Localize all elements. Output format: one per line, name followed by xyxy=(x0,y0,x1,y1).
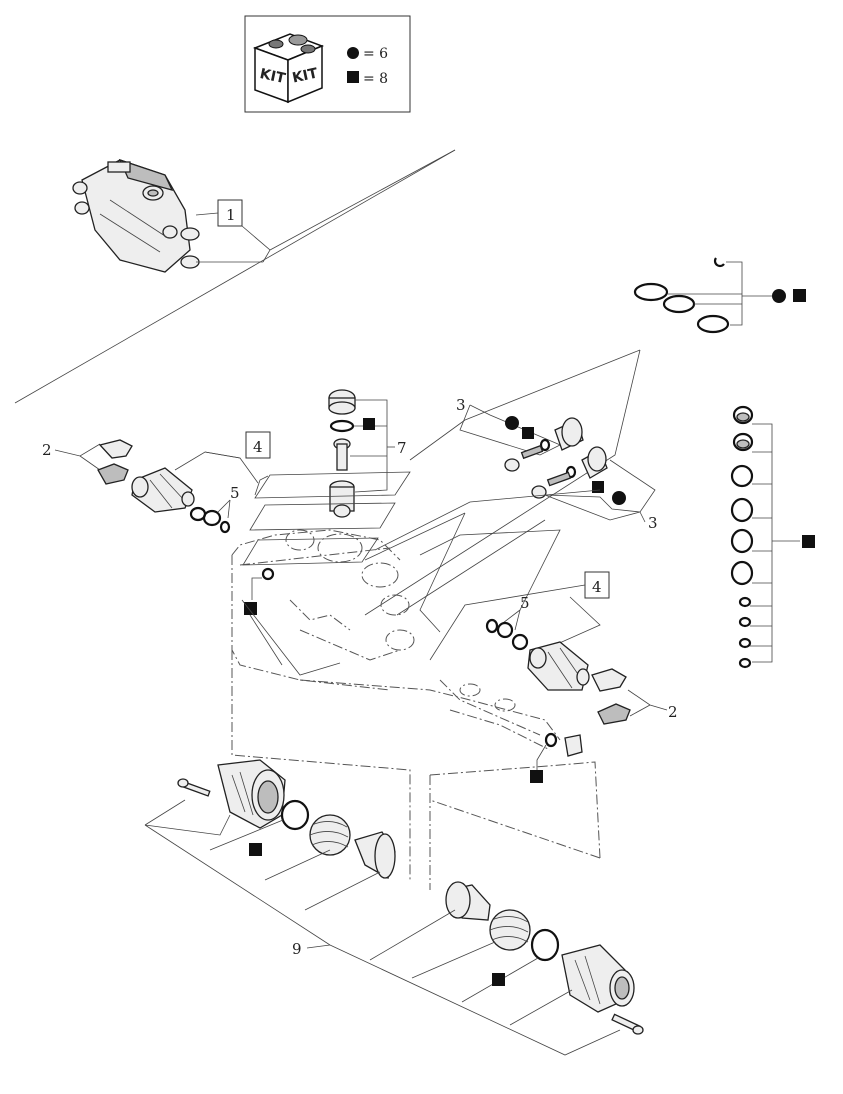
circle-marker-icon xyxy=(505,416,519,430)
cap-parts-left xyxy=(97,439,133,485)
callout-3-top: 3 xyxy=(456,396,466,414)
plug-stack-part-7 xyxy=(328,389,356,518)
square-kit-count: = 8 xyxy=(363,71,388,87)
kit-text-left: KIT xyxy=(258,66,287,87)
callout-2-right: 2 xyxy=(668,703,678,721)
square-marker-icon xyxy=(244,602,257,615)
end-cap-assembly-right xyxy=(445,881,644,1035)
square-marker-icon xyxy=(793,289,806,302)
valve-body-housing xyxy=(231,529,601,890)
callout-7: 7 xyxy=(397,439,407,457)
circle-marker-icon xyxy=(612,491,626,505)
spool-right xyxy=(527,641,590,691)
square-marker-icon xyxy=(249,843,262,856)
callout-5-right: 5 xyxy=(520,594,530,612)
square-marker-icon xyxy=(802,535,815,548)
square-marker-icon xyxy=(363,418,375,430)
callout-9: 9 xyxy=(292,940,302,958)
circle-marker-icon xyxy=(347,47,359,59)
end-cap-assembly-left xyxy=(177,759,396,879)
relief-valve-lower xyxy=(531,446,608,499)
square-marker-icon xyxy=(522,427,534,439)
kit-box-icon xyxy=(252,33,325,104)
callout-4-left: 4 xyxy=(253,438,263,456)
square-marker-icon xyxy=(492,973,505,986)
spool-left xyxy=(131,467,231,534)
seal-column-right xyxy=(730,405,815,669)
circle-kit-count: = 6 xyxy=(363,46,388,62)
callout-3-mid: 3 xyxy=(648,514,658,532)
callout-4-right: 4 xyxy=(592,578,602,596)
valve-assembly-part-1 xyxy=(72,158,200,273)
relief-valve-upper xyxy=(504,417,584,472)
kit-legend: KIT KIT = 6 = 8 xyxy=(244,15,411,113)
callout-5-left: 5 xyxy=(230,484,240,502)
circle-marker-icon xyxy=(772,289,786,303)
seal-group-top-right xyxy=(633,257,806,334)
callout-1: 1 xyxy=(226,206,236,224)
kit-text-right: KIT xyxy=(291,65,320,86)
square-marker-icon xyxy=(530,770,543,783)
square-marker-icon xyxy=(347,71,359,83)
callout-2-left: 2 xyxy=(42,441,52,459)
square-marker-icon xyxy=(592,481,604,493)
cap-parts-right xyxy=(591,668,631,725)
